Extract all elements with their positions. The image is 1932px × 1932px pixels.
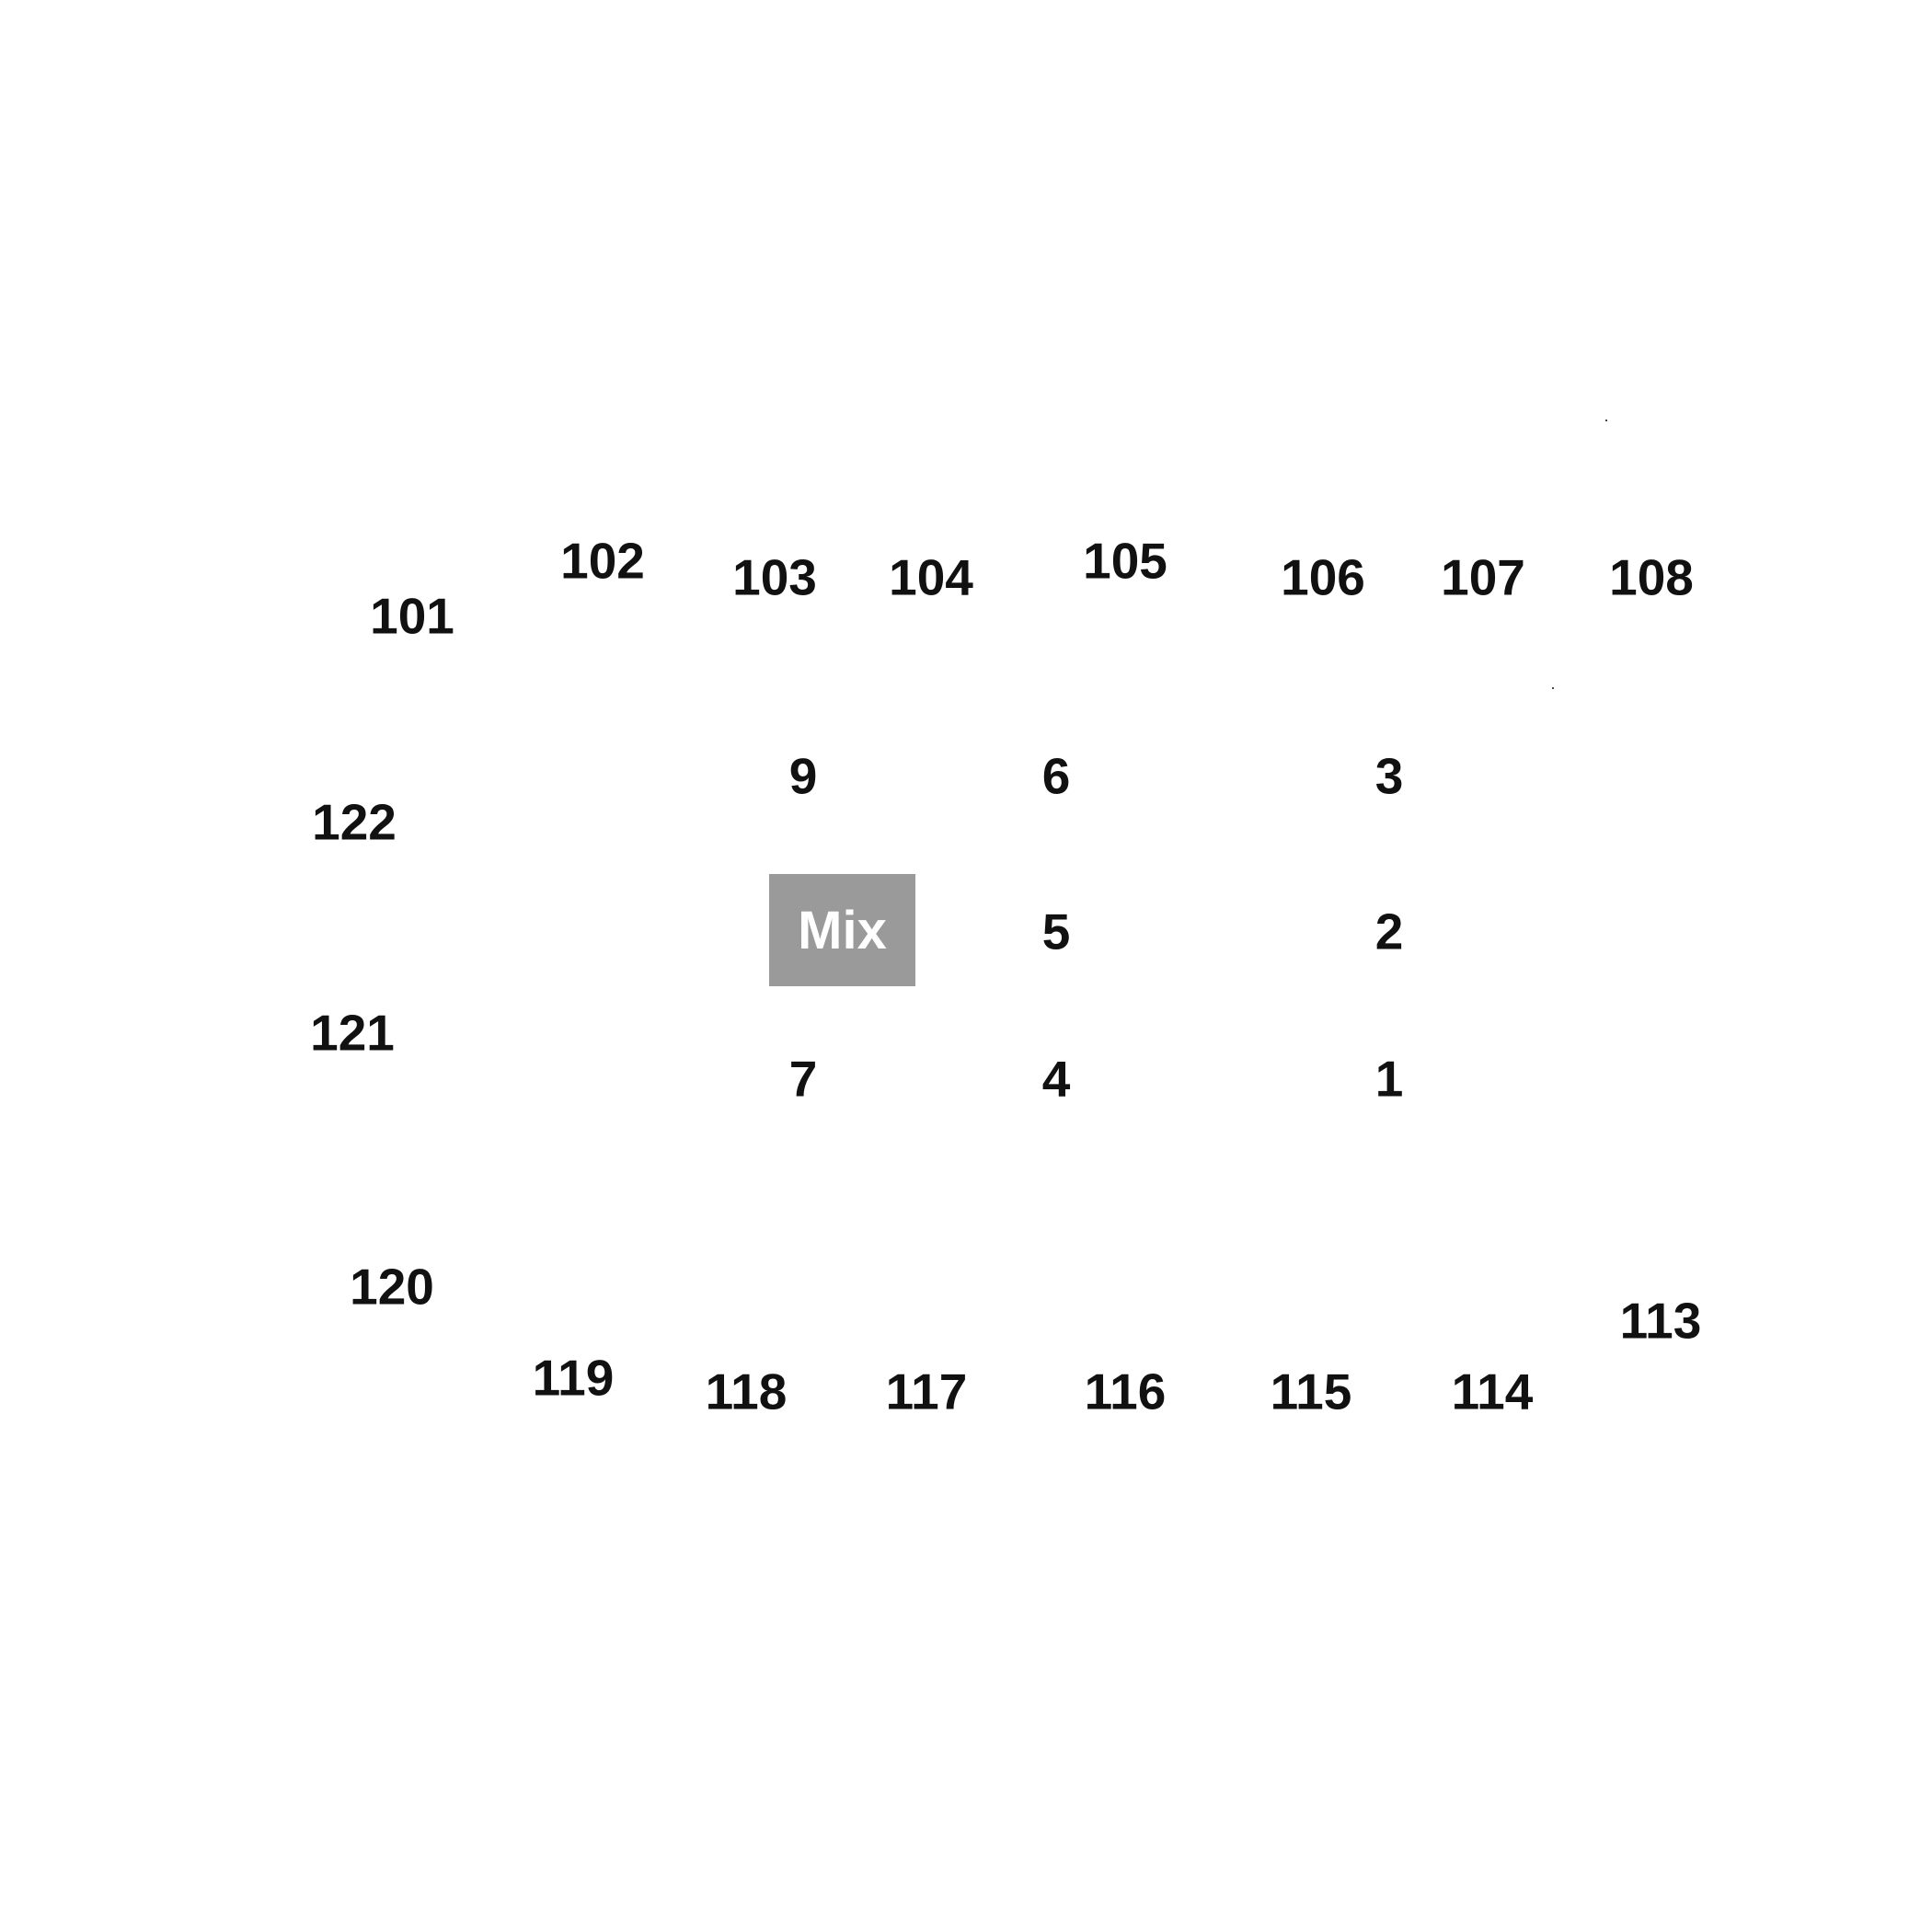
outer-label-116: 116 xyxy=(1084,1363,1167,1420)
outer-label-102: 102 xyxy=(560,532,645,590)
outer-label-114: 114 xyxy=(1451,1363,1534,1420)
outer-label-120: 120 xyxy=(350,1258,434,1316)
inner-label-9: 9 xyxy=(788,747,818,805)
inner-label-6: 6 xyxy=(1041,747,1071,805)
outer-label-104: 104 xyxy=(889,548,973,606)
inner-label-7: 7 xyxy=(788,1050,818,1108)
mix-box: Mix xyxy=(769,874,915,986)
inner-label-4: 4 xyxy=(1041,1050,1071,1108)
outer-label-115: 115 xyxy=(1270,1363,1352,1420)
outer-label-105: 105 xyxy=(1083,532,1167,590)
outer-label-121: 121 xyxy=(310,1004,395,1062)
inner-label-3: 3 xyxy=(1374,747,1404,805)
outer-label-101: 101 xyxy=(370,587,454,645)
mix-box-label: Mix xyxy=(798,900,887,960)
speck-mark xyxy=(1552,687,1554,689)
outer-label-103: 103 xyxy=(732,548,817,606)
outer-label-122: 122 xyxy=(312,793,397,851)
outer-label-118: 118 xyxy=(705,1363,788,1420)
inner-label-5: 5 xyxy=(1041,903,1071,960)
outer-label-117: 117 xyxy=(885,1363,968,1420)
inner-label-2: 2 xyxy=(1374,903,1404,960)
outer-label-119: 119 xyxy=(532,1349,615,1407)
outer-label-107: 107 xyxy=(1441,548,1525,606)
speck-mark xyxy=(1605,420,1607,421)
inner-label-1: 1 xyxy=(1374,1050,1404,1108)
outer-label-108: 108 xyxy=(1609,548,1694,606)
outer-label-106: 106 xyxy=(1281,548,1365,606)
outer-label-113: 113 xyxy=(1619,1292,1702,1350)
